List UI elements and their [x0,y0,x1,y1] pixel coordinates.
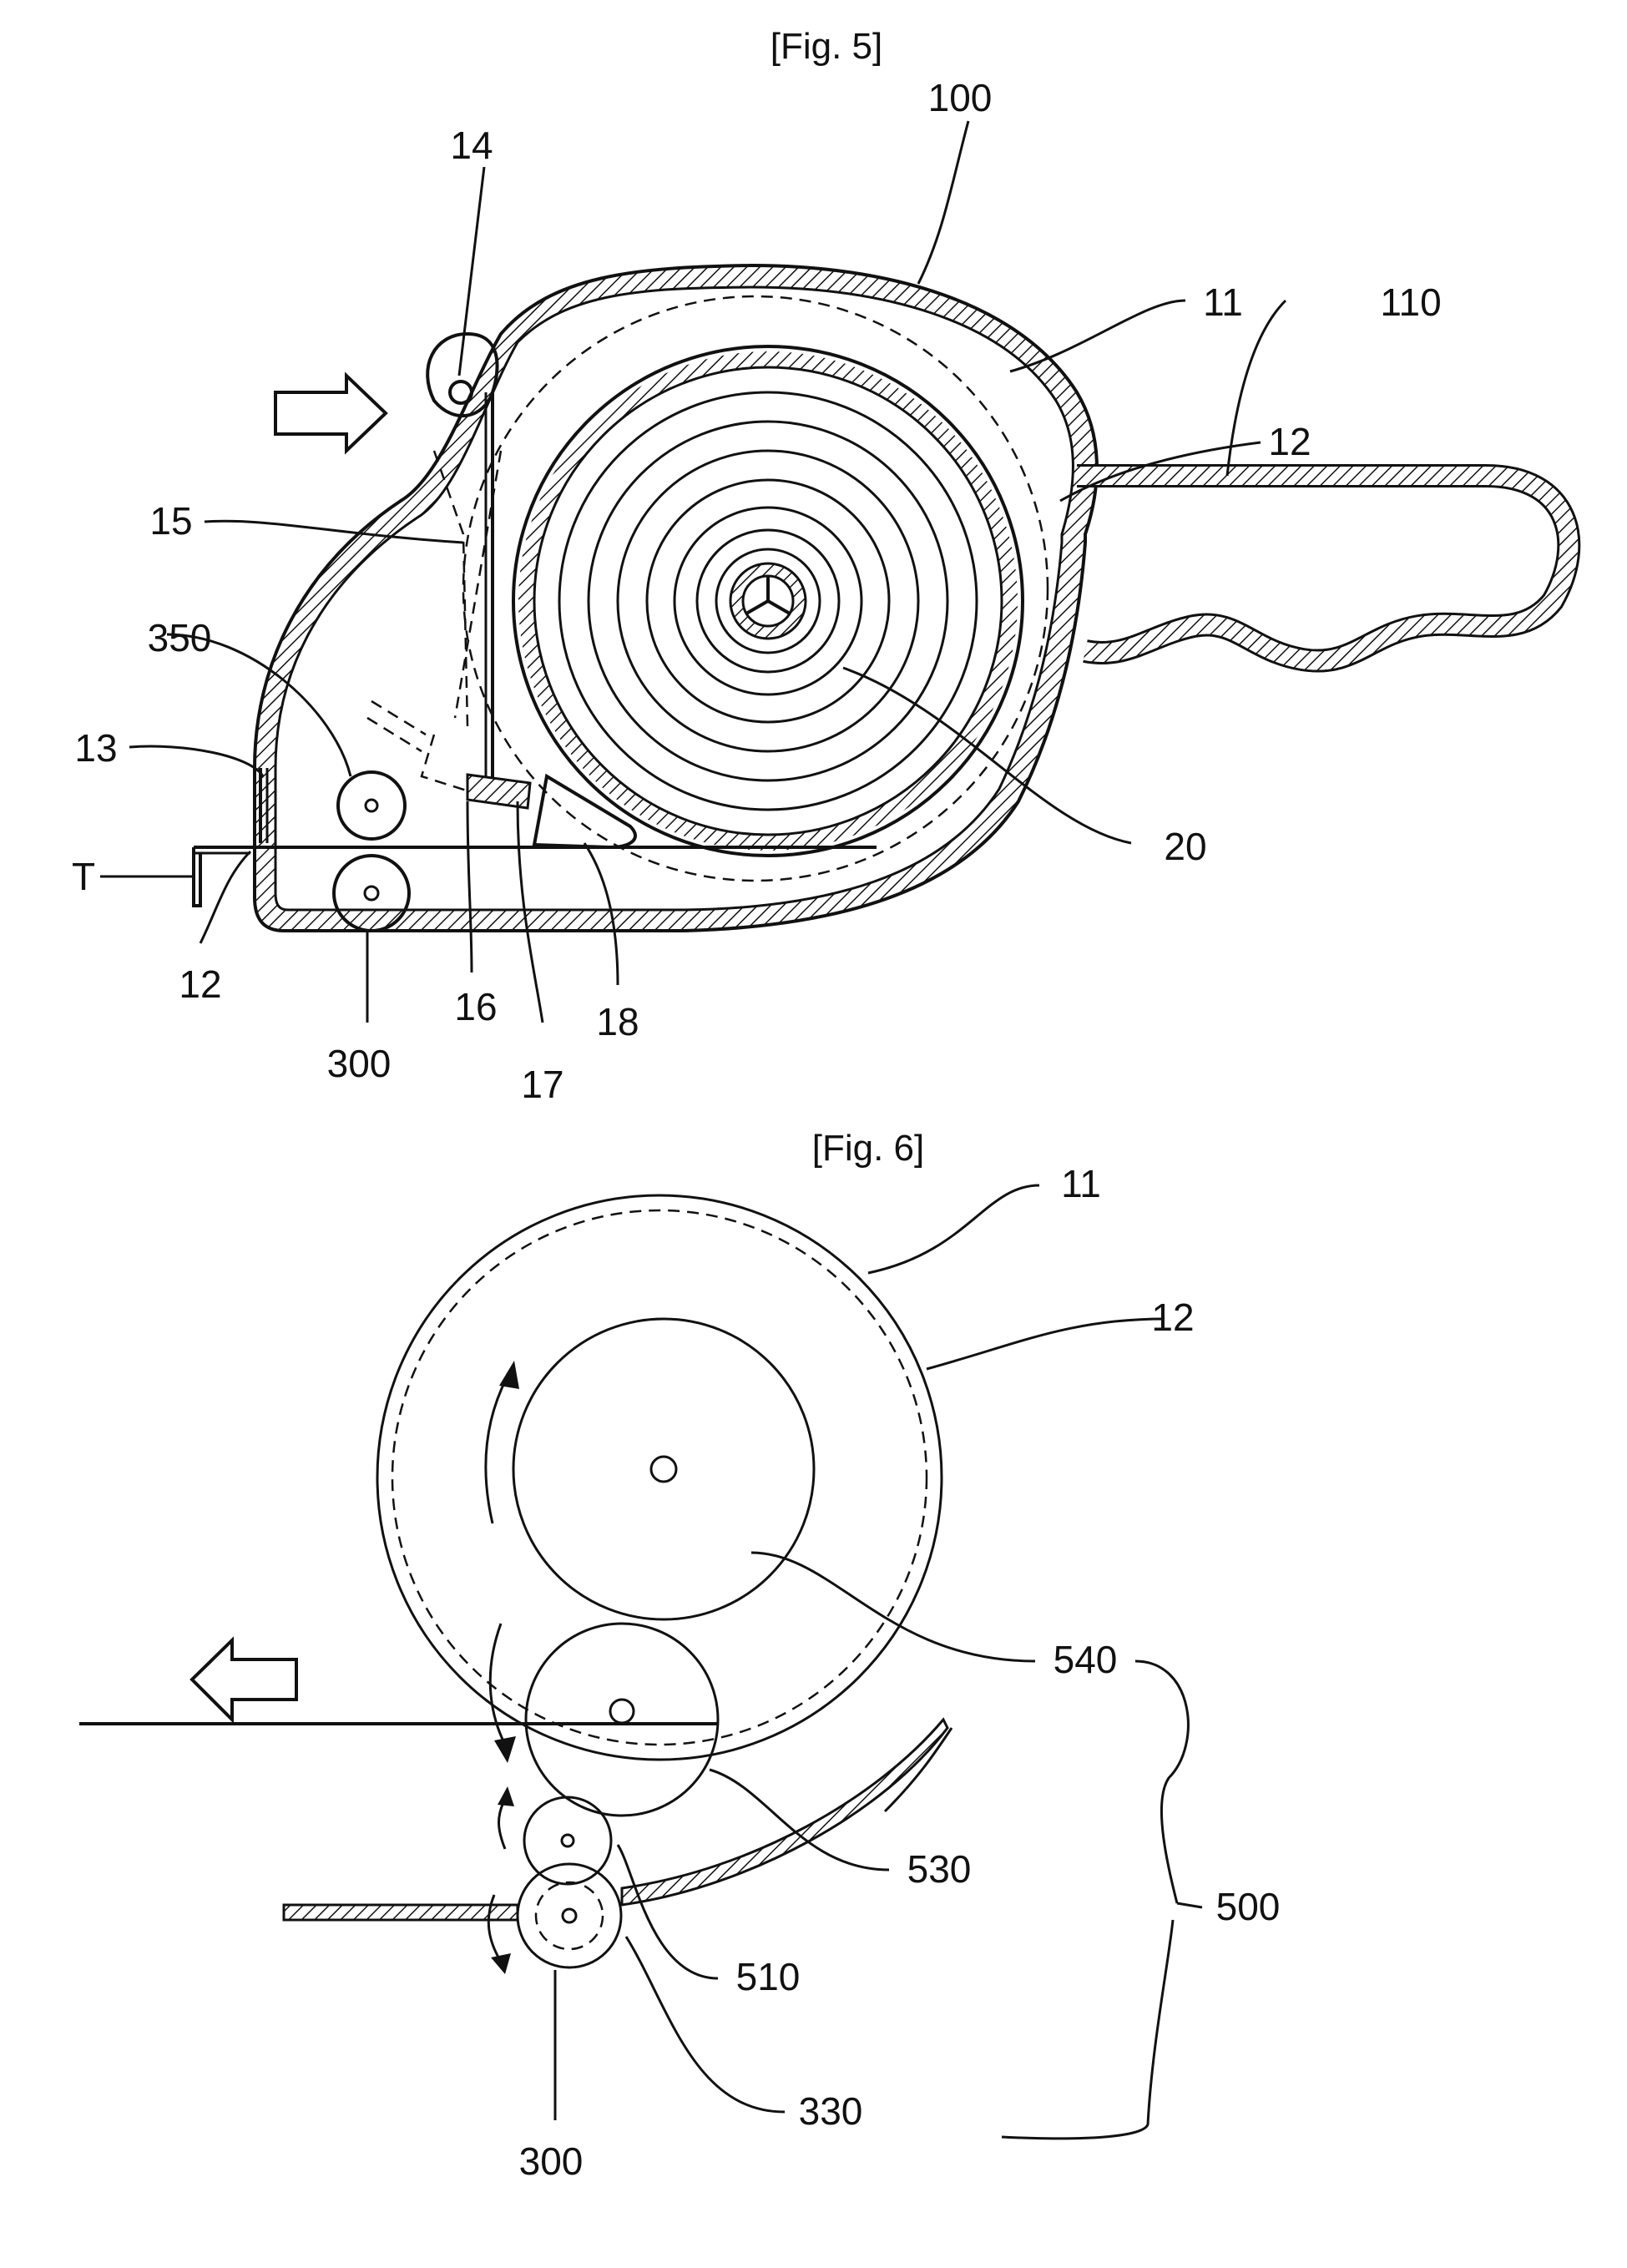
label-100: 100 [928,76,993,119]
roller-300-fig6 [516,1862,623,1969]
label-fig6-11: 11 [1061,1162,1101,1205]
rotation-arrow-icon [487,1894,503,1962]
reel-11-dashed [462,295,1049,882]
label-300: 300 [327,1042,392,1085]
figure-6: [Fig. 6] [79,1128,1280,2183]
gear-510 [523,1796,613,1886]
curved-wall [620,1717,949,1907]
label-510: 510 [736,1955,801,1998]
label-330: 330 [799,2089,863,2133]
label-500: 500 [1216,1885,1281,1928]
push-arrow-icon [274,371,388,455]
reel-12-dashed [391,1209,928,1746]
label-20: 20 [1164,825,1206,868]
label-540: 540 [1054,1638,1118,1681]
pull-arrow-icon [189,1636,298,1724]
base-plate [282,1903,519,1922]
label-15: 15 [149,499,192,543]
gear-330 [534,1881,604,1951]
label-12-top: 12 [1268,420,1311,463]
label-T: T [72,855,95,898]
stop-lever [366,331,503,803]
tape-coil [512,345,1024,857]
gear-530 [524,1622,720,1817]
reel-11-outer [376,1194,943,1761]
gear-540 [512,1317,816,1621]
fig5-caption: [Fig. 5] [771,26,883,67]
fig6-leaders [553,1184,1203,2140]
label-fig6-300: 300 [519,2139,584,2183]
label-110: 110 [1380,280,1441,324]
label-17: 17 [521,1063,563,1106]
fig6-caption: [Fig. 6] [812,1128,925,1169]
label-18: 18 [596,1000,639,1043]
label-11: 11 [1203,280,1243,324]
roller-300 [332,854,411,932]
fig5-leaders [100,120,1287,1023]
label-16: 16 [454,985,497,1028]
label-14: 14 [450,124,493,167]
rotation-arrow-icon [488,1623,507,1745]
hook-T [192,847,202,907]
label-12-bottom: 12 [179,962,221,1006]
rotation-arrow-icon [498,1798,507,1850]
label-350: 350 [148,616,212,659]
pad-17 [466,773,532,810]
label-530: 530 [907,1847,972,1891]
label-fig6-12: 12 [1151,1296,1194,1339]
rotation-arrow-icon [484,1372,511,1524]
figure-5: [Fig. 5] [72,26,1581,1106]
roller-350 [336,770,407,841]
label-13: 13 [74,726,117,770]
